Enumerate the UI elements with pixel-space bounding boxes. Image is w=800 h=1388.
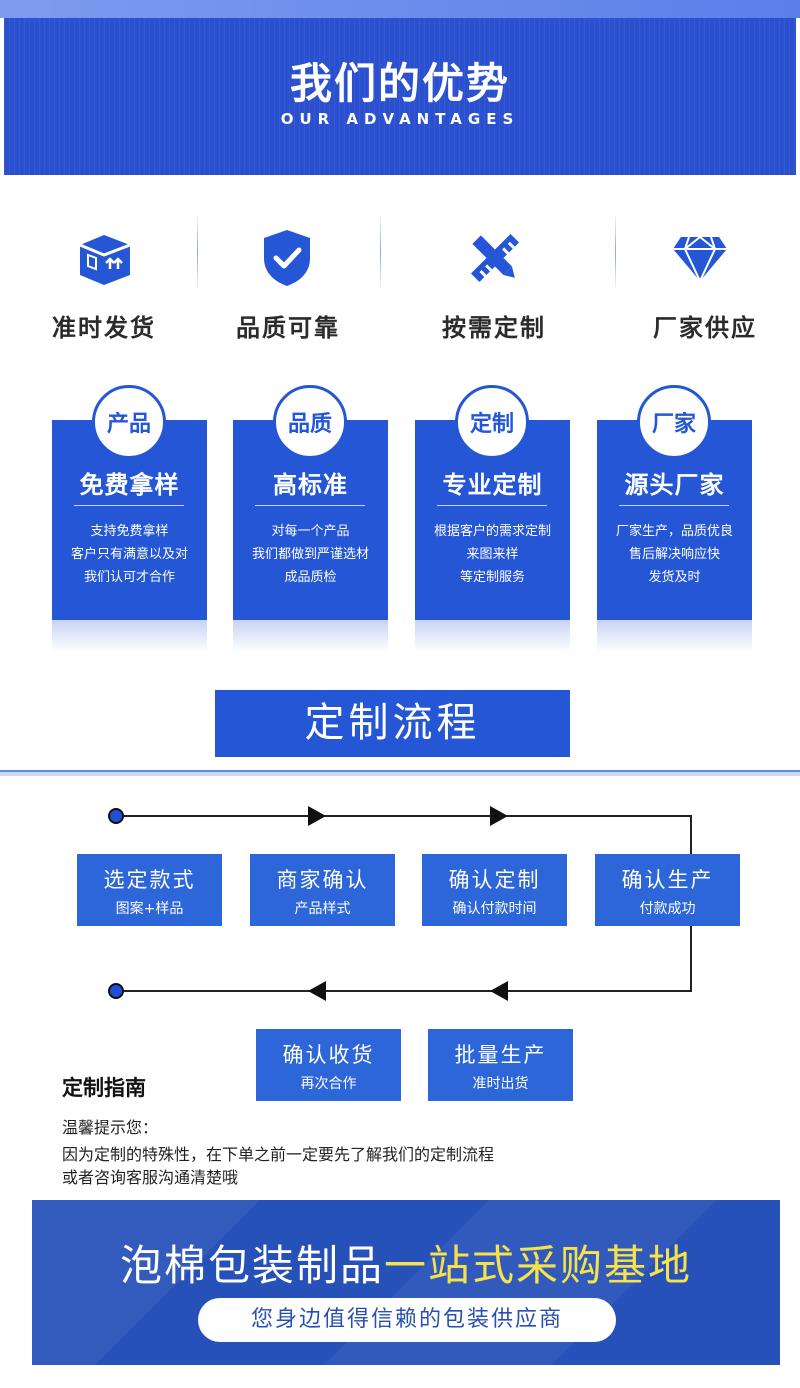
card-title: 免费拿样 <box>79 471 180 499</box>
card-text: 对每一个产品 <box>271 524 350 539</box>
card-divider <box>619 505 729 506</box>
arrow-left-icon <box>308 981 326 1001</box>
step-title: 商家确认 <box>276 868 369 892</box>
card-divider <box>437 505 547 506</box>
process-step: 确认收货 再次合作 <box>256 1029 401 1101</box>
card-text: 我们都做到严谨选材 <box>251 547 369 562</box>
header-subtitle: OUR ADVANTAGES <box>280 110 520 128</box>
process-step: 确认生产 付款成功 <box>595 854 740 926</box>
step-title: 选定款式 <box>103 868 196 892</box>
pencil-ruler-icon <box>460 226 530 290</box>
divider <box>615 212 616 292</box>
guide-text: 因为定制的特殊性，在下单之前一定要先了解我们的定制流程 <box>62 1145 495 1164</box>
flow-end-dot <box>108 983 124 999</box>
step-title: 确认定制 <box>448 868 541 892</box>
divider <box>197 212 198 292</box>
advantage-label: 厂家供应 <box>653 314 757 342</box>
card-reflection <box>415 620 570 652</box>
guide-text: 或者咨询客服沟通清楚哦 <box>62 1168 239 1187</box>
card-reflection <box>597 620 752 652</box>
banner-title-yellow: 一站式采购基地 <box>384 1241 693 1290</box>
section-rule <box>0 770 800 776</box>
flow-line <box>116 990 692 992</box>
card-text: 等定制服务 <box>459 570 525 585</box>
advantages-header <box>4 18 796 175</box>
guide-text: 温馨提示您： <box>62 1118 159 1137</box>
shield-check-icon <box>252 226 322 290</box>
card-text: 我们认可才合作 <box>83 570 175 585</box>
card-text: 根据客户的需求定制 <box>433 524 551 539</box>
card-title: 源头厂家 <box>624 471 725 499</box>
step-title: 确认生产 <box>621 868 714 892</box>
card-badge: 定制 <box>455 385 529 459</box>
divider <box>380 212 381 292</box>
card-text: 售后解决响应快 <box>628 547 720 562</box>
process-title: 定制流程 <box>215 690 570 757</box>
header-title: 我们的优势 <box>289 59 510 108</box>
process-step: 批量生产 准时出货 <box>428 1029 573 1101</box>
card-reflection <box>52 620 207 652</box>
card-title: 高标准 <box>273 471 348 499</box>
card-text: 客户只有满意以及对 <box>70 547 188 562</box>
card-divider <box>74 505 184 506</box>
step-subtitle: 再次合作 <box>300 1076 357 1092</box>
card-text: 厂家生产，品质优良 <box>615 524 733 539</box>
advantage-label: 准时发货 <box>52 314 156 342</box>
banner-title: 泡棉包装制品一站式采购基地 <box>32 1232 780 1293</box>
banner-tagline: 您身边值得信赖的包装供应商 <box>198 1298 616 1342</box>
step-title: 批量生产 <box>454 1043 547 1067</box>
advantage-label: 品质可靠 <box>236 314 340 342</box>
card-divider <box>255 505 365 506</box>
banner-title-white: 泡棉包装制品 <box>119 1241 384 1290</box>
process-step: 商家确认 产品样式 <box>250 854 395 926</box>
step-subtitle: 产品样式 <box>294 901 351 917</box>
process-step: 确认定制 确认付款时间 <box>422 854 567 926</box>
flow-start-dot <box>108 808 124 824</box>
delivery-box-icon <box>70 226 140 290</box>
step-subtitle: 图案+样品 <box>115 901 184 917</box>
arrow-right-icon <box>308 806 326 826</box>
arrow-left-icon <box>490 981 508 1001</box>
step-subtitle: 付款成功 <box>639 901 696 917</box>
card-text: 来图来样 <box>466 547 519 562</box>
arrow-right-icon <box>490 806 508 826</box>
step-subtitle: 确认付款时间 <box>452 901 537 917</box>
card-badge: 厂家 <box>637 385 711 459</box>
diamond-icon <box>665 226 735 290</box>
process-step: 选定款式 图案+样品 <box>77 854 222 926</box>
card-badge: 品质 <box>273 385 347 459</box>
card-reflection <box>233 620 388 652</box>
flow-line <box>116 815 692 817</box>
top-strip <box>0 0 800 18</box>
advantage-label: 按需定制 <box>442 314 546 342</box>
guide-title: 定制指南 <box>62 1076 146 1100</box>
card-text: 支持免费拿样 <box>90 524 169 539</box>
step-title: 确认收货 <box>282 1043 375 1067</box>
card-text: 成品质检 <box>284 570 337 585</box>
step-subtitle: 准时出货 <box>472 1076 529 1092</box>
card-text: 发货及时 <box>648 570 701 585</box>
card-title: 专业定制 <box>442 471 543 499</box>
card-badge: 产品 <box>92 385 166 459</box>
